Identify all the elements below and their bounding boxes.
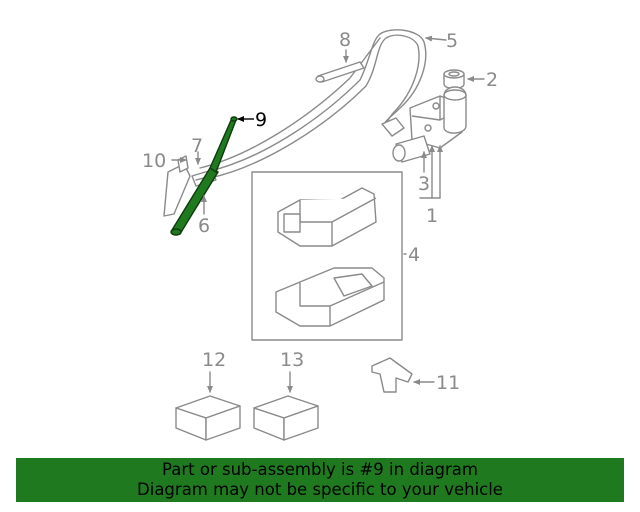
hose-assembly-drawing [199,29,427,179]
info-banner: Part or sub-assembly is #9 in diagram Di… [16,458,624,502]
callout-12: 12 [202,349,226,371]
callout-labels: 8 5 2 9 10 7 6 3 1 4 11 12 13 [142,29,498,394]
part-4-drawing [251,171,403,341]
callout-2: 2 [486,69,498,91]
callout-1: 1 [426,205,438,227]
part-13-drawing [253,395,319,441]
callout-6: 6 [198,215,210,237]
callout-7: 7 [191,135,203,157]
part-2-drawing [443,69,465,90]
part-9-highlight-drawing [170,116,238,236]
callout-5: 5 [446,30,458,52]
part-8-drawing [315,61,365,83]
part-11-drawing [371,357,413,393]
callout-13: 13 [280,349,304,371]
callout-9: 9 [255,109,267,131]
pump-unit-drawing [381,86,467,163]
part-12-drawing [175,395,241,441]
banner-line-2: Diagram may not be specific to your vehi… [137,480,503,499]
leader-lines [171,35,485,393]
callout-11: 11 [436,372,460,394]
callout-10: 10 [142,150,166,172]
callout-3: 3 [418,173,430,195]
callout-8: 8 [339,29,351,51]
callout-4: 4 [408,244,420,266]
banner-line-1: Part or sub-assembly is #9 in diagram [162,460,478,479]
